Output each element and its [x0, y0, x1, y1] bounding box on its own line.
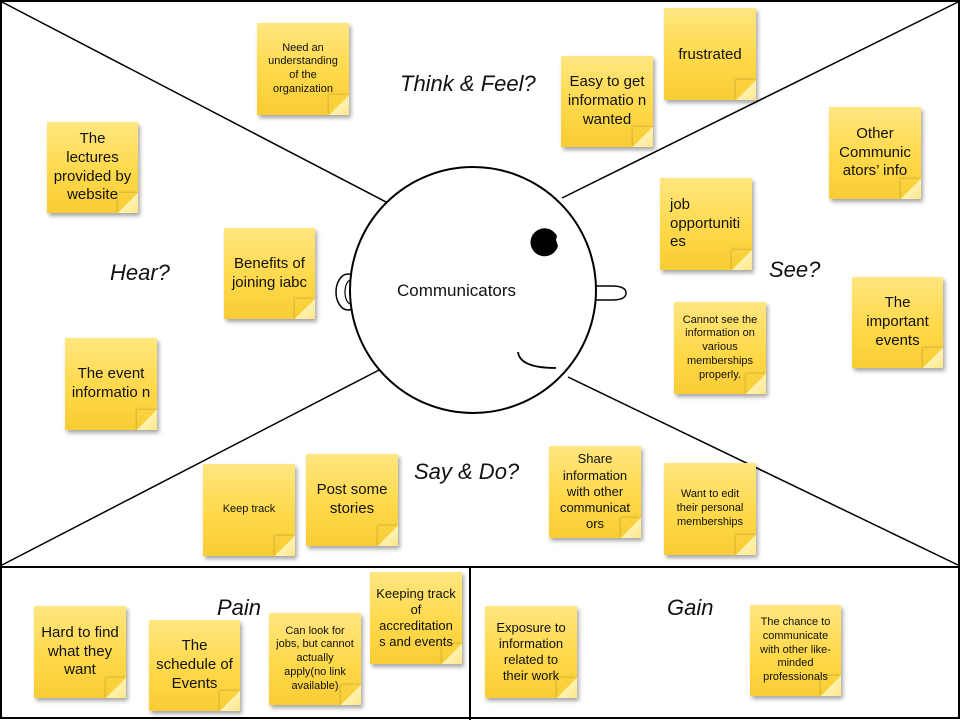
section-label-pain: Pain: [217, 595, 262, 620]
sticky-note: The event informatio n: [65, 338, 157, 430]
note-text: Easy to get informatio n wanted: [567, 73, 647, 128]
section-label-say-do: Say & Do?: [414, 459, 520, 484]
note-text: Share information with other communicat …: [559, 451, 631, 532]
note-text: The event informatio n: [71, 365, 151, 401]
sticky-note: Keeping track of accreditation s and eve…: [370, 572, 462, 664]
head-mouth: [517, 351, 557, 369]
sticky-note: Cannot see the information on various me…: [674, 302, 766, 394]
section-label-gain: Gain: [667, 595, 714, 620]
note-text: The lectures provided by website: [53, 130, 132, 204]
note-text: Keeping track of accreditation s and eve…: [376, 585, 456, 650]
head-eye: [530, 228, 558, 257]
note-text: The chance to communicate with other lik…: [760, 616, 831, 684]
sticky-note: The important events: [852, 277, 943, 368]
note-text: Want to edit their personal memberships: [676, 488, 744, 528]
head-circle: [349, 166, 597, 414]
sticky-note: frustrated: [664, 8, 756, 100]
diagonal-top-right: [561, 1, 959, 199]
note-text: Post some stories: [316, 481, 388, 517]
note-text: Exposure to information related to their…: [496, 619, 566, 684]
sticky-note: Hard to find what they want: [34, 606, 126, 698]
note-text: The important events: [866, 294, 929, 349]
sticky-note: The chance to communicate with other lik…: [750, 605, 841, 696]
diagonal-top-left: [1, 1, 389, 204]
diagonal-bottom-left: [1, 368, 382, 566]
sticky-note: Post some stories: [306, 454, 398, 546]
head-nose: [588, 285, 627, 301]
note-text: job opportuniti es: [670, 195, 741, 251]
section-label-think-feel: Think & Feel?: [400, 71, 536, 96]
sticky-note: Can look for jobs, but cannot actually a…: [269, 613, 361, 705]
note-text: Other Communic ators’ info: [839, 124, 911, 180]
center-label: Communicators: [397, 281, 517, 300]
sticky-note: Exposure to information related to their…: [485, 606, 577, 698]
note-text: Benefits of joining iabc: [231, 254, 308, 291]
sticky-note: Benefits of joining iabc: [224, 228, 315, 319]
diagonal-bottom-right: [567, 376, 959, 566]
sticky-note: Want to edit their personal memberships: [664, 463, 756, 555]
sticky-note: The schedule of Events: [149, 620, 240, 711]
sticky-note: Other Communic ators’ info: [829, 107, 921, 199]
sticky-note: job opportuniti es: [660, 178, 752, 270]
section-label-hear: Hear?: [110, 260, 170, 285]
note-text: Can look for jobs, but cannot actually a…: [276, 624, 354, 692]
note-text: Need an understanding of the organizatio…: [268, 41, 338, 95]
sticky-note: Need an understanding of the organizatio…: [257, 23, 349, 115]
note-text: Hard to find what they want: [41, 623, 119, 679]
note-text: frustrated: [678, 46, 742, 63]
section-label-see: See?: [769, 257, 821, 282]
sticky-note: Easy to get informatio n wanted: [561, 56, 653, 147]
note-text: The schedule of Events: [156, 637, 233, 692]
sticky-note: Share information with other communicat …: [549, 446, 641, 538]
sticky-note: The lectures provided by website: [47, 122, 138, 213]
note-text: Cannot see the information on various me…: [682, 313, 758, 381]
note-text: Keep track: [222, 503, 276, 516]
sticky-note: Keep track: [203, 464, 295, 556]
